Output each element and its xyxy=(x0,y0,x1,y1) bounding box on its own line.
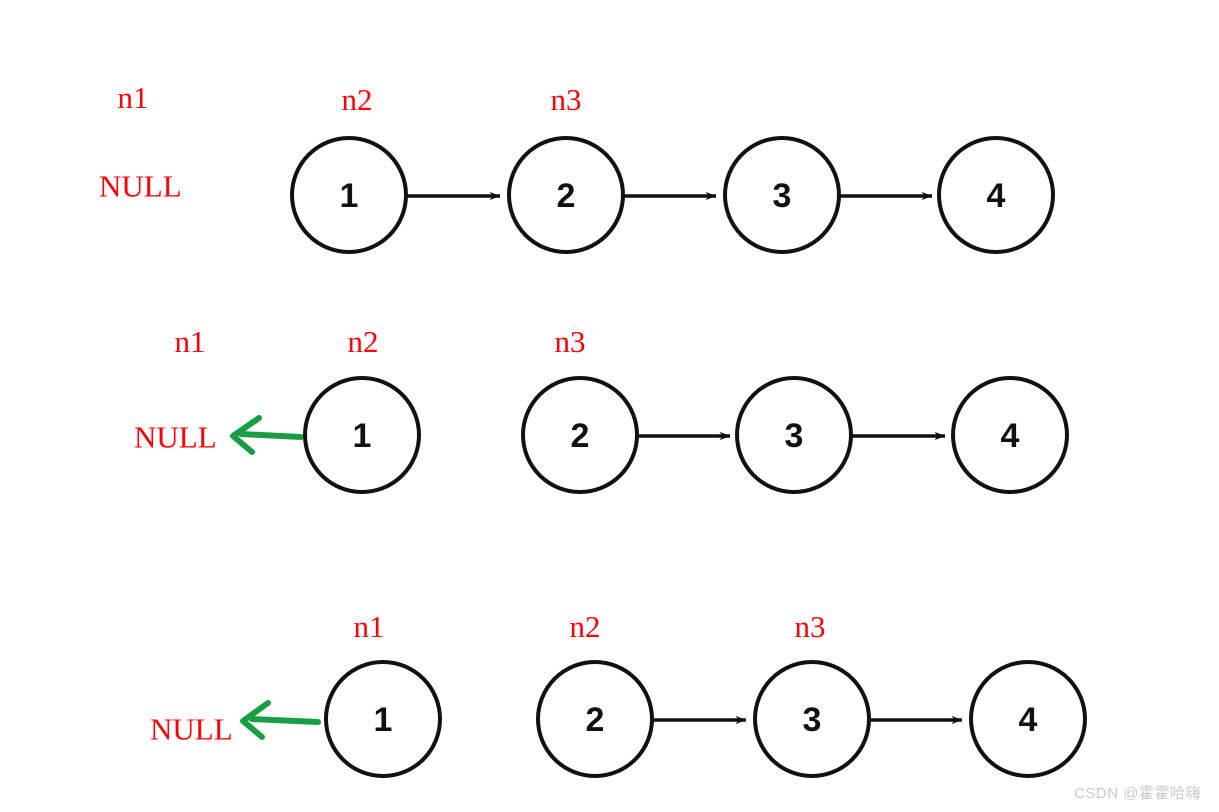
row-2-node-1-pointer-label: n2 xyxy=(348,324,379,359)
row-2-node-3-value: 3 xyxy=(785,417,804,455)
csdn-watermark: CSDN @霍霍哈嗨 xyxy=(1074,785,1201,802)
row-3-group: NULL n1 1 n2 2 n3 3 4 xyxy=(150,609,1087,778)
row-3-node-2-pointer-label: n2 xyxy=(570,609,601,644)
row-1-null-pointer-label: n1 xyxy=(118,80,149,115)
row-1-node-3-value: 3 xyxy=(773,177,792,215)
row-2-green-null-arrow xyxy=(230,415,304,455)
row-2-node-2 xyxy=(521,376,639,494)
row-1-node-1-pointer-label: n2 xyxy=(342,82,373,117)
row-3-node-1-pointer-label: n1 xyxy=(354,609,385,644)
row-1-node-2-value: 2 xyxy=(557,177,576,215)
row-2-node-4 xyxy=(951,376,1069,494)
row-2-node-3 xyxy=(735,376,853,494)
row-2-null-pointer-label: n1 xyxy=(175,324,206,359)
row-2-null-label: NULL xyxy=(134,420,217,455)
row-3-node-3 xyxy=(753,660,871,778)
row-3-node-4 xyxy=(969,660,1087,778)
row-1-node-3 xyxy=(723,136,841,254)
row-2-node-2-value: 2 xyxy=(571,417,590,455)
row-1-node-4 xyxy=(937,136,1055,254)
row-1-node-4-value: 4 xyxy=(987,177,1006,215)
row-3-node-2 xyxy=(536,660,654,778)
row-3-node-3-pointer-label: n3 xyxy=(795,609,826,644)
row-3-node-3-value: 3 xyxy=(803,701,822,739)
row-2-node-1 xyxy=(303,376,421,494)
row-3-node-1-value: 1 xyxy=(374,701,393,739)
row-3-node-2-value: 2 xyxy=(586,701,605,739)
row-2-node-4-value: 4 xyxy=(1001,417,1020,455)
row-3-null-label: NULL xyxy=(150,712,233,747)
row-2-group: n1 NULL n2 1 n3 2 3 4 xyxy=(134,324,1069,494)
row-2-node-1-value: 1 xyxy=(353,417,372,455)
row-1-node-2 xyxy=(507,136,625,254)
row-1-node-1-value: 1 xyxy=(340,177,359,215)
row-1-group: n1 NULL n2 1 n3 2 3 4 xyxy=(99,80,1055,254)
row-3-green-null-arrow xyxy=(240,700,321,740)
row-2-node-2-pointer-label: n3 xyxy=(555,324,586,359)
row-3-node-1 xyxy=(324,660,442,778)
row-1-null-label: NULL xyxy=(99,169,182,204)
row-1-node-2-pointer-label: n3 xyxy=(551,82,582,117)
row-1-node-1 xyxy=(290,136,408,254)
row-3-node-4-value: 4 xyxy=(1019,701,1038,739)
